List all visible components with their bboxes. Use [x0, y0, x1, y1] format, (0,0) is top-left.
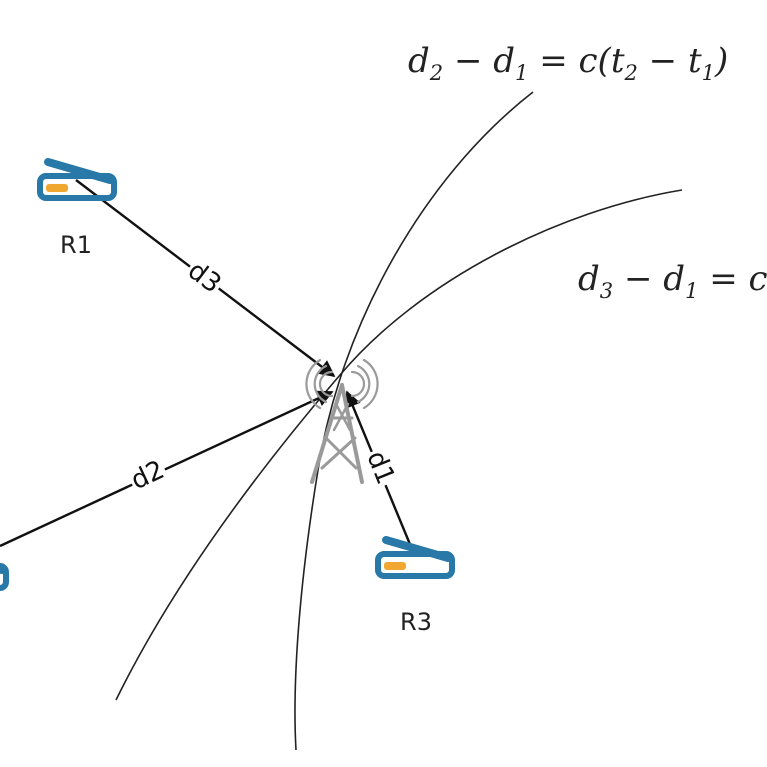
radio-tower-icon — [305, 358, 379, 484]
equation-d3-d1: d3 − d1 = c( — [578, 259, 767, 303]
distance-label-d2: d2 — [126, 455, 169, 496]
distance-label-d1: d1 — [360, 447, 400, 489]
distance-label-d3: d3 — [182, 256, 226, 300]
receiver-label-r3: R3 — [400, 608, 432, 636]
router-icon — [375, 536, 455, 579]
receiver-label-r1: R1 — [60, 231, 92, 259]
distance-line-d2 — [0, 390, 334, 548]
router-icon — [0, 563, 9, 591]
hyperbola-curve-2 — [115, 189, 683, 701]
equation-d2-d1: d2 − d1 = c(t2 − t1) — [408, 41, 728, 85]
router-icon — [37, 158, 117, 201]
